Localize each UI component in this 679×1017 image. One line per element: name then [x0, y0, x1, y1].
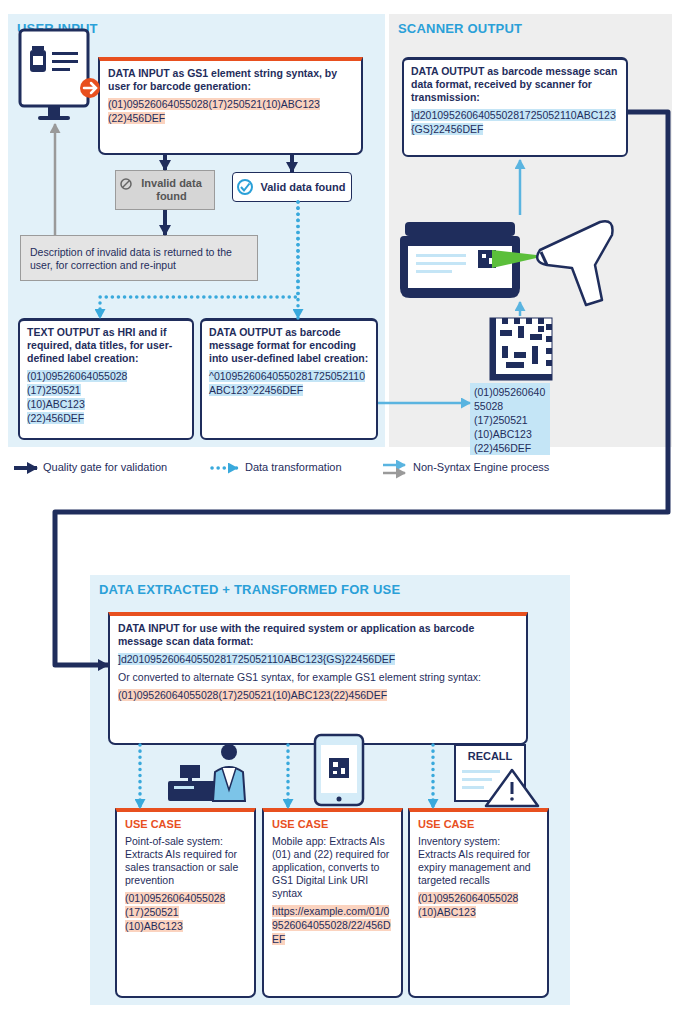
data-string: (01)09526064055028: [125, 892, 225, 904]
node-text: TEXT OUTPUT as HRI and if required, data…: [27, 326, 185, 365]
use-case-box: USE CASE Point-of-sale system: Extracts A…: [115, 808, 256, 998]
scanner-output-box: DATA OUTPUT as barcode message scan data…: [402, 57, 628, 157]
data-line: (17)250521: [27, 383, 185, 397]
data-string: (01)09526064055028(17)250521(10)ABC123(2…: [118, 689, 387, 701]
data-string: (22)456DEF: [474, 442, 531, 454]
legend-transform-sample: [212, 466, 237, 470]
invalid-box: Invalid data found: [115, 170, 215, 210]
data-string: (10)ABC123: [125, 920, 183, 932]
node-text: Point-of-sale system: Extracts AIs requi…: [125, 835, 246, 887]
panel-title: SCANNER OUTPUT: [398, 21, 663, 36]
legend-transform-sample: [212, 468, 237, 469]
use-case-box: USE CASE Inventory system: Extracts AIs r…: [408, 808, 549, 998]
valid-box: Valid data found: [232, 172, 352, 202]
node-text: DATA OUTPUT as barcode message scan data…: [411, 65, 619, 104]
data-line: ]d201095260640550281725052110ABC123{GS}2…: [411, 108, 619, 136]
data-line: (22)456DEF: [27, 411, 185, 425]
data-string: (10)ABC123: [474, 428, 532, 440]
section-panel: SCANNER OUTPUT DATA OUTPUT as barcode mes…: [389, 14, 672, 447]
panel-title: USER INPUT: [17, 21, 376, 36]
node-text: DATA INPUT as GS1 element string syntax,…: [108, 67, 353, 93]
data-string: (01)09526064055028(17)250521(10)ABC123 (…: [108, 98, 320, 124]
data-line: ]d201095260640550281725052110ABC123{GS}2…: [118, 652, 518, 666]
node-text: Mobile app: Extracts AIs (01) and (22) r…: [272, 835, 393, 900]
node-text: USE CASE: [125, 818, 246, 830]
data-line: (01)09526064055028: [418, 891, 539, 905]
data-line: (01)09526064055028: [27, 369, 185, 383]
data-string: ]d201095260640550281725052110ABC123{GS}2…: [118, 653, 395, 665]
data-string: (01)09526064055028: [27, 370, 127, 382]
hri-text-block: (01)09526064055028 (17)250521 (10)ABC123 (2…: [470, 383, 550, 455]
data-string: (10)ABC123: [418, 906, 476, 918]
node-text: Valid data found: [261, 181, 346, 194]
feedback-box: Description of invalid data is returned …: [20, 235, 258, 281]
node-text: Or converted to alternate GS1 syntax, fo…: [118, 671, 518, 684]
data-line: (10)ABC123: [125, 919, 246, 933]
legend-non-syntax-sample: [383, 472, 405, 475]
section-panel: DATA EXTRACTED + TRANSFORMED FOR USE DATA…: [90, 575, 570, 1005]
data-string: https://example.com/01/09526064055028/22…: [272, 905, 391, 945]
data-string: (17)250521: [474, 414, 528, 426]
data-line: (22)456DEF: [474, 441, 546, 455]
data-line: (17)250521: [125, 905, 246, 919]
illustration-label: RECALL: [458, 750, 522, 762]
data-string: (10)ABC123: [27, 398, 85, 410]
use-case-box: USE CASE Mobile app: Extracts AIs (01) an…: [262, 808, 403, 998]
node-text: DATA INPUT for use with the required sys…: [118, 622, 518, 648]
legend-text: Non-Syntax Engine process: [413, 461, 549, 473]
legend-quality-sample: [14, 466, 37, 470]
data-line: https://example.com/01/09526064055028/22…: [272, 904, 393, 946]
legend-quality-sample: [14, 468, 37, 469]
input-box: DATA INPUT as GS1 element string syntax,…: [98, 57, 363, 155]
node-text: Inventory system: Extracts AIs required …: [418, 835, 539, 887]
section-panel: USER INPUT DATA INPUT as GS1 element stri…: [8, 14, 385, 447]
data-line: (01)09526064055028: [474, 385, 546, 413]
node-text: USE CASE: [418, 818, 539, 830]
data-line: (01)09526064055028: [125, 891, 246, 905]
data-line: ^01095260640550281725052110ABC123^22456D…: [209, 369, 369, 397]
data-string: (01)09526064055028: [418, 892, 518, 904]
node-text: Description of invalid data is returned …: [30, 246, 248, 272]
node-text: Invalid data found: [138, 177, 205, 203]
data-line: (10)ABC123: [27, 397, 185, 411]
data-line: (01)09526064055028(17)250521(10)ABC123(2…: [118, 688, 518, 702]
input-box: DATA INPUT for use with the required sys…: [108, 612, 528, 745]
data-string: (01)09526064055028: [474, 386, 545, 412]
data-line: (10)ABC123: [474, 427, 546, 441]
output-box: TEXT OUTPUT as HRI and if required, data…: [18, 318, 194, 440]
data-line: (01)09526064055028(17)250521(10)ABC123 (…: [108, 97, 353, 125]
panel-title: DATA EXTRACTED + TRANSFORMED FOR USE: [99, 582, 561, 597]
legend-text: Data transformation: [245, 461, 342, 473]
data-string: (17)250521: [27, 384, 81, 396]
data-line: (10)ABC123: [418, 905, 539, 919]
data-string: ]d201095260640550281725052110ABC123{GS}2…: [411, 109, 616, 135]
legend-non-syntax-sample: [383, 464, 405, 467]
legend-non-syntax-sample: [383, 465, 405, 473]
data-line: (17)250521: [474, 413, 546, 427]
node-text: DATA OUTPUT as barcode message format fo…: [209, 326, 369, 365]
data-string: (17)250521: [125, 906, 179, 918]
data-string: ^01095260640550281725052110ABC123^22456D…: [209, 370, 365, 396]
node-text: USE CASE: [272, 818, 393, 830]
output-box: DATA OUTPUT as barcode message format fo…: [200, 318, 378, 440]
data-string: (22)456DEF: [27, 412, 84, 424]
legend-text: Quality gate for validation: [43, 461, 167, 473]
